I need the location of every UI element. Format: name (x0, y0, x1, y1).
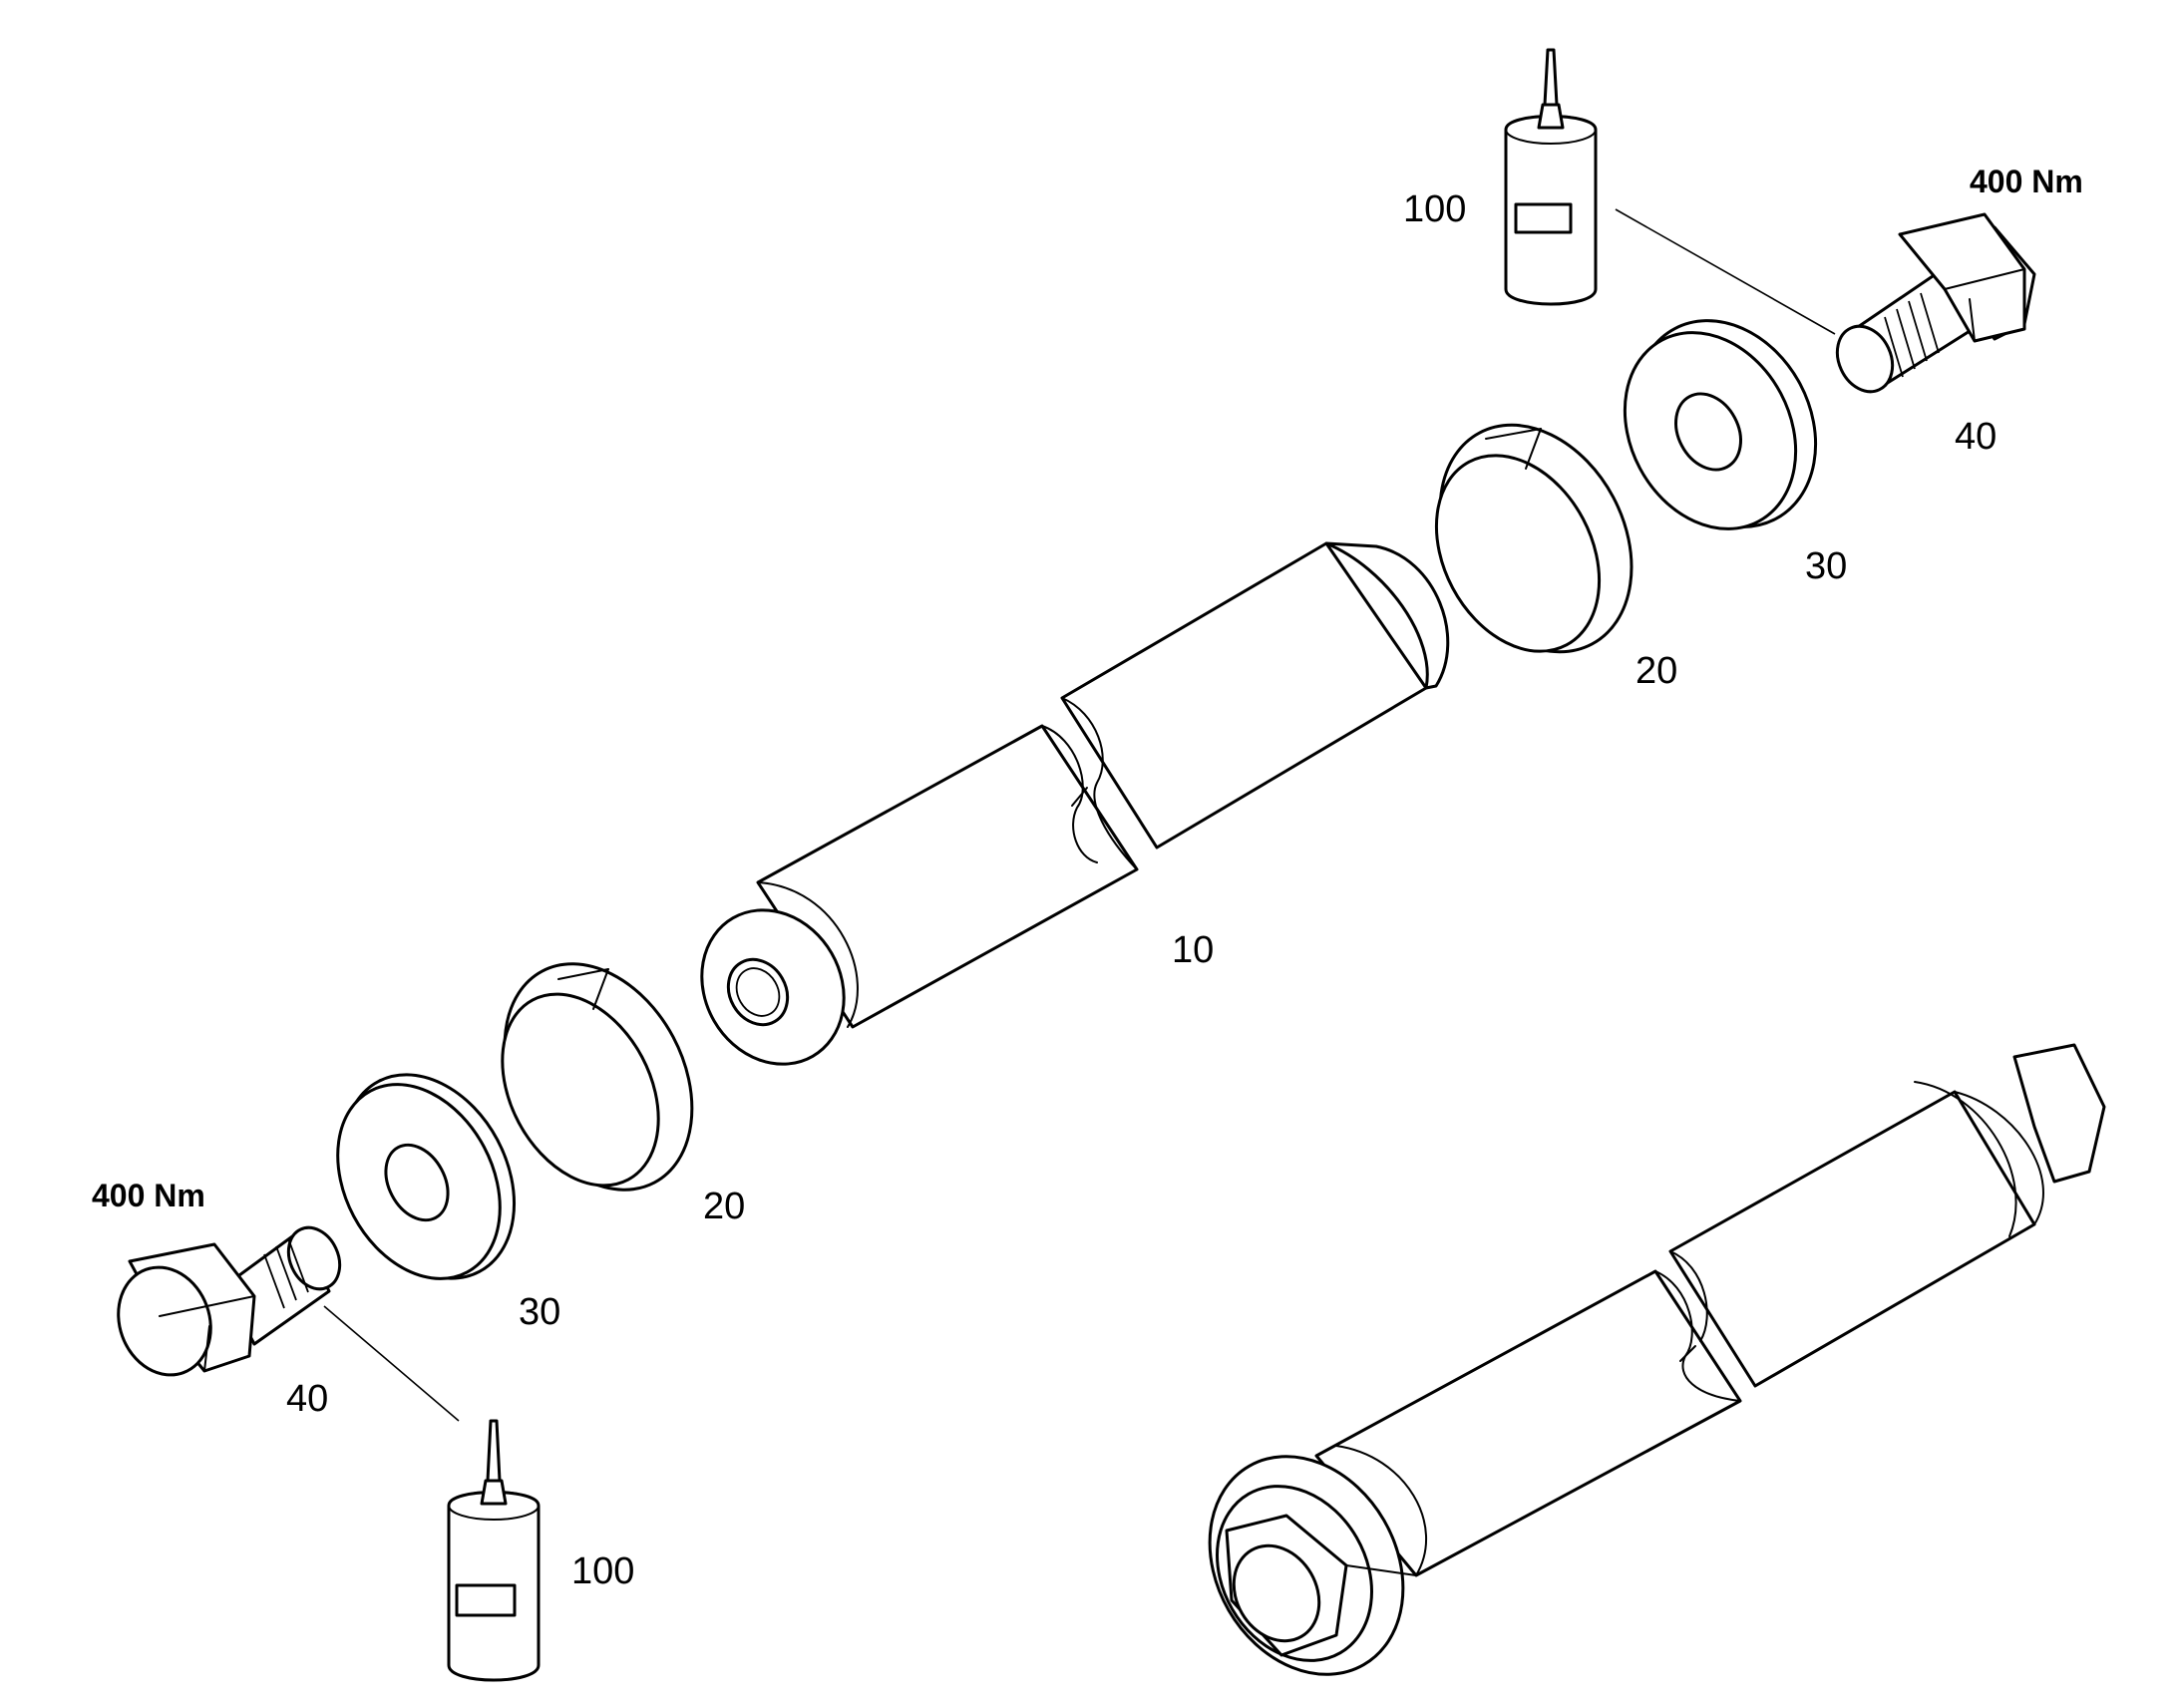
torque-label-upper: 400 Nm (1970, 164, 2083, 199)
callout-sleeve-upper: 20 (1635, 650, 1677, 692)
leader-adhesive-lower (323, 1305, 460, 1422)
washer-upper (1623, 319, 1818, 530)
pin-main-exploded (700, 541, 1450, 1066)
callout-washer-upper: 30 (1805, 545, 1847, 587)
leader-adhesive-upper (1615, 208, 1836, 335)
adhesive-bottle-lower (447, 1419, 541, 1682)
bolt-upper (1835, 212, 2036, 394)
pin-assembled (1208, 1043, 2106, 1676)
bolt-lower (117, 1225, 342, 1377)
callout-adhesive-upper: 100 (1403, 188, 1466, 230)
callout-bolt-lower: 40 (286, 1378, 328, 1420)
callout-adhesive-lower: 100 (571, 1550, 634, 1592)
sleeve-lower (501, 962, 694, 1192)
callout-bolt-upper: 40 (1955, 416, 1997, 458)
callout-pin: 10 (1172, 929, 1214, 971)
washer-lower (336, 1073, 517, 1280)
torque-label-lower: 400 Nm (92, 1178, 205, 1213)
sleeve-upper (1434, 423, 1634, 654)
adhesive-bottle-upper (1504, 48, 1598, 306)
callout-washer-lower: 30 (519, 1291, 560, 1333)
callout-sleeve-lower: 20 (703, 1186, 745, 1227)
